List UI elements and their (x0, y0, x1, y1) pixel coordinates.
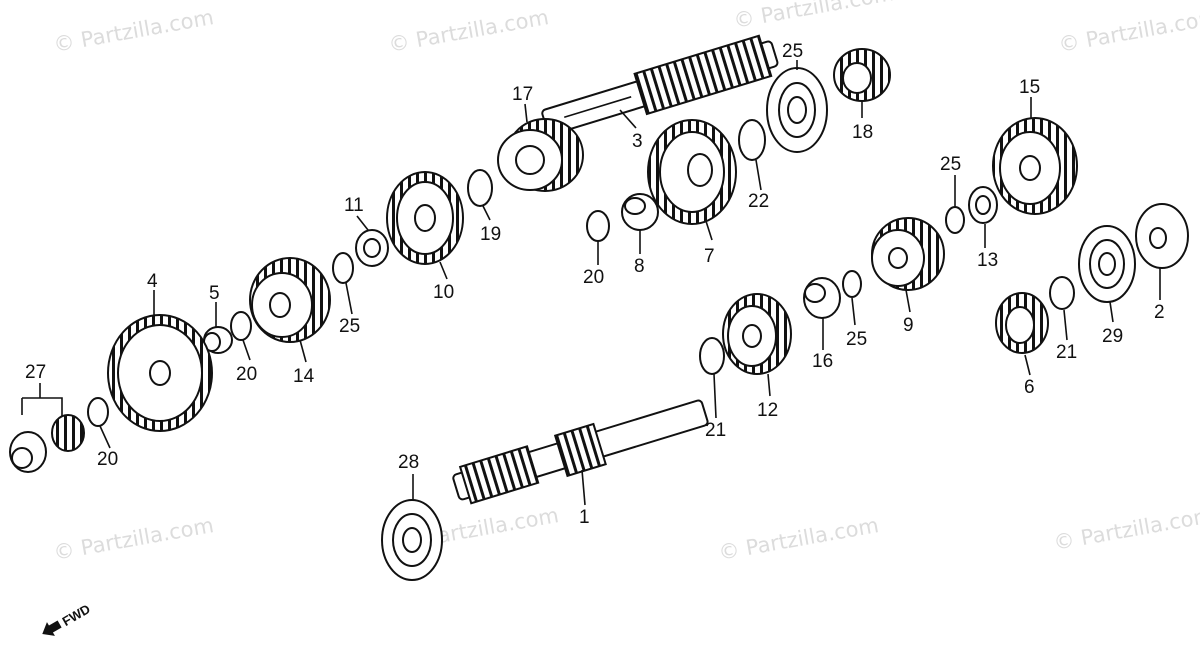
callout-3: 3 (632, 131, 643, 152)
callouts: 17 3 25 18 22 7 8 20 19 10 11 25 14 20 5… (25, 41, 1165, 528)
gear-4 (107, 314, 213, 432)
callout-25: 25 (339, 316, 360, 337)
washer-21 (586, 210, 610, 242)
callout-16: 16 (812, 351, 833, 372)
arrow-left-icon (42, 620, 62, 636)
watermark: © Partzilla.com (52, 5, 216, 57)
callout-25: 25 (846, 329, 867, 350)
circlip-25-right (945, 206, 965, 234)
washer-23 (1049, 276, 1075, 310)
forward-indicator: FWD (42, 601, 93, 636)
callout-29: 29 (1102, 326, 1123, 347)
circlip-25-lower (842, 270, 862, 298)
bearing-28 (381, 499, 443, 581)
callout-9: 9 (903, 315, 914, 336)
gear-12 (722, 293, 792, 375)
bearing-29 (1078, 225, 1136, 303)
callout-6: 6 (1024, 377, 1035, 398)
callout-25: 25 (940, 154, 961, 175)
callout-20: 20 (236, 364, 257, 385)
washer-20-lower (87, 397, 109, 427)
bushing-8 (621, 193, 659, 231)
gear-14 (249, 257, 331, 343)
upper-shaft-assembly (9, 34, 891, 473)
gear-9 (871, 217, 945, 291)
callout-17: 17 (512, 84, 533, 105)
bushing-16 (803, 277, 841, 319)
callout-4: 4 (147, 271, 158, 292)
callout-19: 19 (480, 224, 501, 245)
gear-15 (992, 117, 1078, 215)
watermark: © Partzilla.com (1052, 503, 1200, 555)
gear-17 (497, 118, 584, 192)
watermark: © Partzilla.com (732, 0, 896, 33)
watermark: © Partzilla.com (1057, 5, 1200, 57)
needle-bearing-18 (833, 48, 891, 102)
bushing-13 (968, 186, 998, 224)
watermark: © Partzilla.com (717, 513, 881, 565)
gear-7 (647, 119, 737, 225)
callout-22: 21 (705, 420, 726, 441)
washer-19 (467, 169, 493, 207)
callout-8: 8 (634, 256, 645, 277)
callout-20: 20 (97, 449, 118, 470)
callout-7: 7 (704, 246, 715, 267)
callout-13: 13 (977, 250, 998, 271)
callout-18: 18 (852, 122, 873, 143)
callout-27: 27 (25, 362, 46, 383)
watermark: © Partzilla.com (387, 5, 551, 57)
callout-11: 11 (344, 195, 364, 216)
circlip-25-left (332, 252, 354, 284)
gear-10 (386, 171, 464, 265)
bearing-26 (766, 67, 828, 153)
washer-24 (738, 119, 766, 161)
callout-15: 15 (1019, 77, 1040, 98)
callout-1: 1 (579, 507, 590, 528)
lower-shaft-assembly (381, 117, 1189, 581)
fwd-label: FWD (60, 601, 93, 629)
callout-14: 14 (293, 366, 315, 387)
callout-21: 20 (583, 267, 604, 288)
callout-24: 22 (748, 191, 769, 212)
gear-6 (995, 292, 1049, 354)
needle-bearing-27 (9, 414, 85, 473)
callout-12: 12 (757, 400, 778, 421)
callout-23: 21 (1056, 342, 1077, 363)
watermark: © Partzilla.com (52, 513, 216, 565)
washer-20-upper (230, 311, 252, 341)
bushing-11 (355, 229, 389, 267)
callout-5: 5 (209, 283, 220, 304)
callout-2: 2 (1154, 302, 1165, 323)
cap-2 (1135, 203, 1189, 269)
mainshaft (452, 399, 709, 505)
washer-22 (699, 337, 725, 375)
leader-lines (21, 60, 1161, 506)
callout-26: 25 (782, 41, 803, 62)
callout-28: 28 (398, 452, 419, 473)
callout-10: 10 (433, 282, 454, 303)
